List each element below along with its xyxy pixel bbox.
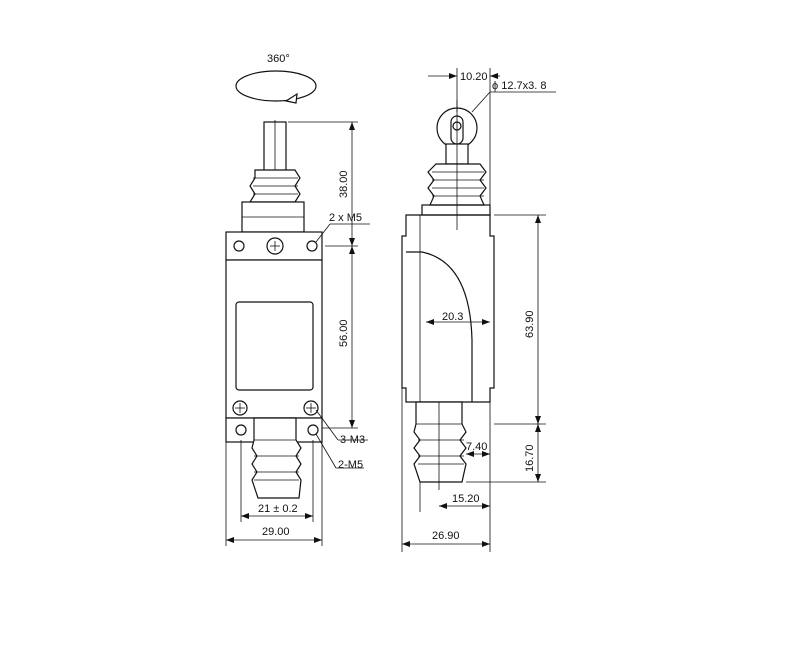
label-mount-top: 2 x M5 (329, 212, 362, 224)
screw-left-icon (232, 400, 248, 416)
main-body (225, 259, 323, 419)
rotation-label: 360° (267, 53, 290, 65)
side-body (401, 214, 495, 403)
cable-gland (251, 417, 302, 499)
label-window (235, 301, 314, 391)
mount-hole-left-top (233, 240, 245, 252)
rotation-arrow-icon (284, 92, 298, 104)
mount-hole-left-bottom (235, 424, 247, 436)
dim-body-height: 56.00 (338, 319, 350, 347)
screw-right-icon (303, 400, 319, 416)
mount-hole-right-bottom (307, 424, 319, 436)
dim-tail-height: 16.70 (524, 444, 536, 472)
dim-plunger-height: 38.00 (338, 170, 350, 198)
label-screw: 3-M3 (340, 434, 365, 446)
dim-roller-size: ϕ 12.7x3. 8 (492, 80, 546, 92)
label-mount-bottom: 2-M5 (338, 459, 363, 471)
dim-tail-width: 15.20 (452, 493, 480, 505)
side-view: 10.20 ϕ 12.7x3. 8 20.3 63.90 16.70 7.40 (401, 68, 556, 552)
side-panel-curve (406, 251, 473, 402)
rotation-ellipse (235, 70, 317, 102)
side-cable-gland (413, 401, 467, 483)
dim-hole-spacing: 21 ± 0.2 (258, 503, 298, 515)
center-screw-icon (266, 237, 284, 255)
mount-hole-right-top (306, 240, 318, 252)
front-view: 360° (225, 53, 370, 546)
dim-overall-depth: 26.90 (432, 530, 460, 542)
dim-tail-small: 7.40 (466, 441, 487, 453)
dim-body-depth: 20.3 (442, 311, 463, 323)
dim-side-body-height: 63.90 (524, 310, 536, 338)
dim-roller-offset: 10.20 (460, 71, 488, 83)
dim-width: 29.00 (262, 526, 290, 538)
